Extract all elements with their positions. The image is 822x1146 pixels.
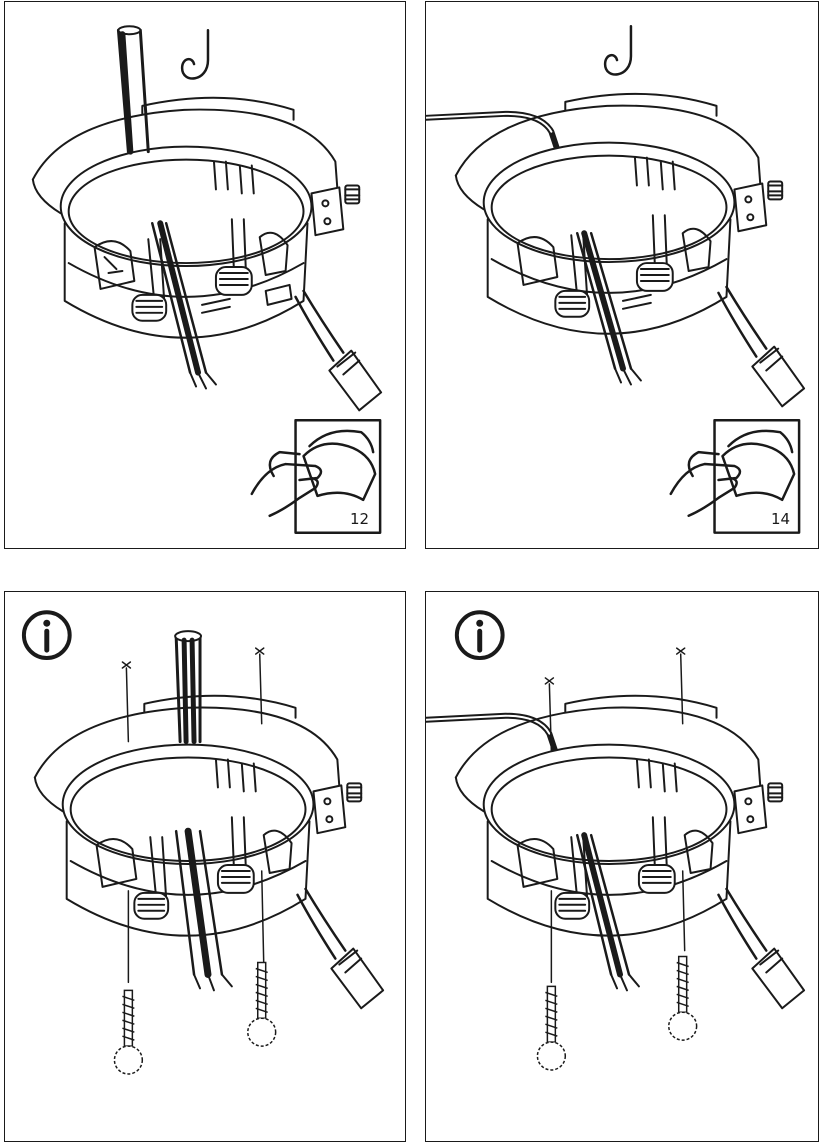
instruction-panel-3 [4,591,406,1142]
screw-icon [536,985,567,1071]
instruction-panel-1: 12 [4,1,406,549]
luminaire-illustration [31,25,383,534]
luminaire-illustration [21,610,385,1075]
page-reference-number: 12 [350,510,370,528]
turn-page-hand-icon [669,419,801,534]
luminaire-illustration [426,25,806,534]
screw-icon [113,989,144,1075]
turn-page-hand-icon [250,419,382,534]
luminaire-illustration [426,610,806,1071]
ceiling-hook-icon [603,25,633,76]
instruction-panel-4 [425,591,819,1142]
ceiling-hook-icon [180,28,210,80]
screw-icon [247,961,277,1047]
instruction-panel-2: 14 [425,1,819,549]
page-reference-number: 14 [771,510,791,528]
screw-icon [668,955,698,1041]
info-circle-icon [454,610,505,661]
info-circle-icon [21,610,72,661]
